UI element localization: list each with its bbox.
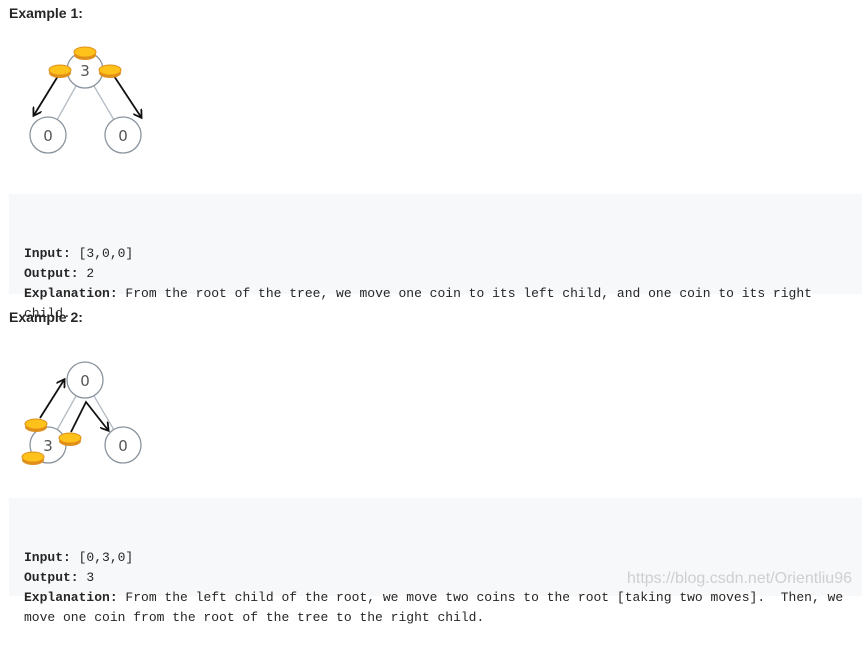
- arrow-root-to-right: [113, 75, 141, 117]
- explanation-label: Explanation:: [24, 286, 118, 301]
- coin-icon: [58, 432, 82, 446]
- arrow-root-to-left: [34, 75, 59, 115]
- output-value: 3: [78, 570, 95, 585]
- arrow-root-to-right: [70, 400, 108, 433]
- coin-icon: [48, 64, 72, 78]
- example-2-explanation-line: Explanation: From the left child of the …: [24, 588, 847, 628]
- tree-edge-left: [56, 85, 77, 121]
- example-2-title: Example 2:: [9, 309, 83, 325]
- input-label: Input:: [24, 550, 71, 565]
- input-value: [0,3,0]: [70, 550, 134, 565]
- example-2-tree-figure: 0 3 0: [21, 361, 142, 465]
- watermark: https://blog.csdn.net/Orientliu96: [626, 570, 852, 587]
- explanation-value: From the left child of the root, we move…: [24, 590, 851, 625]
- tree-node-root-value: 0: [80, 372, 90, 390]
- explanation-label: Explanation:: [24, 590, 118, 605]
- tree-node-right: [104, 426, 142, 464]
- example-1-tree-figure: 3 0 0: [29, 46, 170, 154]
- tree-node-root: [66, 361, 104, 399]
- arrow-left-to-root: [39, 380, 64, 419]
- tree-node-left-value: 3: [43, 437, 53, 455]
- example-2-input-line: Input: [0,3,0]: [24, 548, 847, 568]
- example-2-output-line: Output: 3: [24, 568, 847, 588]
- tree-edge-left: [56, 395, 77, 431]
- explanation-value: From the root of the tree, we move one c…: [24, 286, 820, 321]
- input-label: Input:: [24, 246, 71, 261]
- example-1-output-line: Output: 2: [24, 264, 847, 284]
- example-1-input-line: Input: [3,0,0]: [24, 244, 847, 264]
- example-1-explanation-line: Explanation: From the root of the tree, …: [24, 284, 847, 324]
- output-label: Output:: [24, 266, 79, 281]
- tree-node-right: [104, 116, 142, 154]
- coin-icon: [98, 64, 122, 78]
- tree-node-left-value: 0: [43, 127, 53, 145]
- tree-edge-right: [93, 395, 115, 431]
- tree-node-right-value: 0: [118, 127, 128, 145]
- output-label: Output:: [24, 570, 79, 585]
- example-1-title: Example 1:: [9, 5, 83, 21]
- coin-icon: [24, 418, 48, 432]
- coin-icon: [21, 451, 45, 465]
- tree-node-root-value: 3: [80, 62, 90, 80]
- input-value: [3,0,0]: [70, 246, 134, 261]
- output-value: 2: [78, 266, 95, 281]
- tree-edge-right: [93, 85, 115, 121]
- tree-node-left: [29, 116, 67, 154]
- coin-icon: [73, 46, 97, 60]
- tree-node-right-value: 0: [118, 437, 128, 455]
